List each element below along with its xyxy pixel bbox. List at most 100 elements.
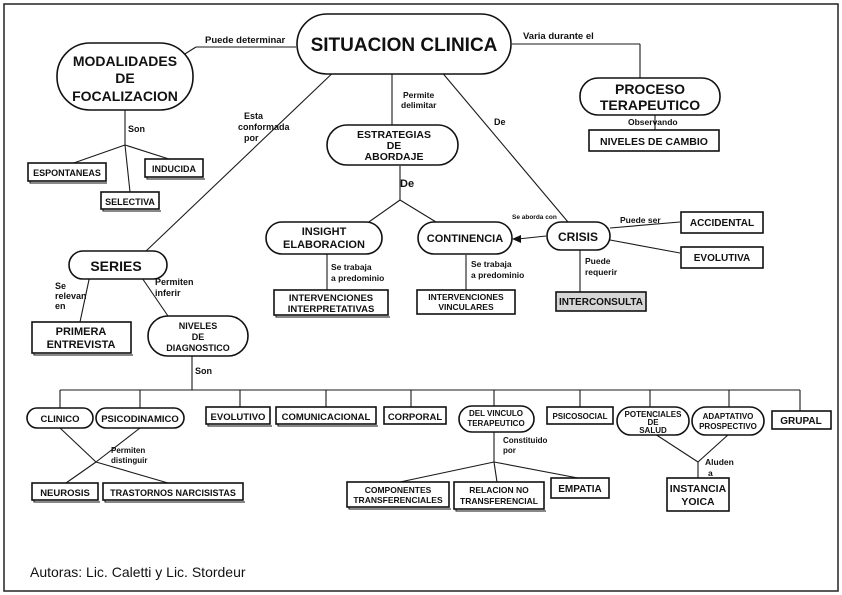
node-comunicacional: COMUNICACIONAL	[275, 406, 378, 427]
node-crisis: CRISIS	[546, 221, 611, 251]
node-evolutivo: EVOLUTIVO	[205, 406, 272, 427]
svg-text:DE: DE	[647, 418, 659, 427]
svg-text:DEL VINCULO: DEL VINCULO	[469, 409, 523, 418]
svg-text:TERAPEUTICO: TERAPEUTICO	[467, 419, 524, 428]
svg-text:DE: DE	[115, 70, 134, 86]
svg-text:INTERVENCIONES: INTERVENCIONES	[428, 292, 504, 302]
svg-text:SALUD: SALUD	[639, 426, 667, 435]
page-frame	[3, 3, 839, 592]
svg-text:TRANSFERENCIAL: TRANSFERENCIAL	[460, 496, 538, 506]
node-primera-entrevista: PRIMERA ENTREVISTA	[31, 321, 133, 356]
node-insight-elaboracion: INSIGHT ELABORACION	[265, 221, 383, 255]
footer-authors: Autoras: Lic. Caletti y Lic. Stordeur	[30, 564, 246, 580]
svg-text:DIAGNOSTICO: DIAGNOSTICO	[166, 343, 230, 353]
node-selectiva: SELECTIVA	[100, 191, 161, 212]
link-se-trabaja-insight: Se trabaja a predominio	[331, 262, 384, 283]
svg-text:ESPONTANEAS: ESPONTANEAS	[33, 168, 101, 178]
node-neurosis: NEUROSIS	[31, 482, 100, 503]
svg-text:PROSPECTIVO: PROSPECTIVO	[699, 422, 757, 431]
svg-text:INSIGHT: INSIGHT	[302, 226, 347, 238]
link-aluden-a: Aluden a	[705, 457, 736, 478]
svg-text:MODALIDADES: MODALIDADES	[73, 53, 177, 69]
svg-text:TRASTORNOS NARCISISTAS: TRASTORNOS NARCISISTAS	[110, 488, 236, 498]
node-clinico: CLINICO	[26, 407, 94, 429]
link-permiten-inferir: Permiten inferir	[155, 277, 196, 298]
node-psicosocial: PSICOSOCIAL	[546, 406, 614, 425]
node-potenciales-de-salud: POTENCIALES DE SALUD	[616, 406, 690, 436]
link-se-relevan-en: Se relevan en	[55, 281, 89, 311]
node-relacion-no-transferencial: RELACION NO TRANSFERENCIAL	[453, 481, 546, 512]
svg-text:PSICODINAMICO: PSICODINAMICO	[101, 414, 179, 425]
svg-text:EVOLUTIVO: EVOLUTIVO	[211, 412, 266, 423]
svg-text:SERIES: SERIES	[90, 258, 141, 274]
node-series: SERIES	[68, 250, 168, 280]
svg-text:NIVELES: NIVELES	[179, 321, 218, 331]
svg-text:TERAPEUTICO: TERAPEUTICO	[600, 97, 700, 113]
svg-text:CLINICO: CLINICO	[40, 414, 79, 425]
svg-text:NIVELES DE CAMBIO: NIVELES DE CAMBIO	[600, 136, 708, 148]
svg-text:INSTANCIA: INSTANCIA	[670, 483, 727, 495]
svg-text:NEUROSIS: NEUROSIS	[40, 488, 90, 499]
node-adaptativo-prospectivo: ADAPTATIVO PROSPECTIVO	[691, 406, 765, 436]
link-de-estrategias: De	[400, 178, 414, 190]
link-puede-requerir: Puede requerir	[585, 256, 618, 277]
svg-text:EVOLUTIVA: EVOLUTIVA	[694, 253, 750, 264]
svg-text:TRANSFERENCIALES: TRANSFERENCIALES	[353, 495, 443, 505]
svg-text:DE: DE	[192, 332, 205, 342]
svg-text:DE: DE	[387, 140, 402, 152]
svg-text:SELECTIVA: SELECTIVA	[105, 197, 155, 207]
svg-text:ABORDAJE: ABORDAJE	[365, 151, 424, 163]
link-esta-conformada: Esta conformada por	[238, 111, 292, 143]
svg-text:ENTREVISTA: ENTREVISTA	[47, 339, 116, 351]
link-son-niveles: Son	[195, 366, 212, 376]
link-constituido-por: Constituido por	[503, 436, 550, 455]
node-intervenciones-vinculares: INTERVENCIONES VINCULARES	[416, 289, 516, 315]
node-estrategias-de-abordaje: ESTRATEGIAS DE ABORDAJE	[326, 124, 459, 166]
node-corporal: CORPORAL	[383, 406, 447, 425]
node-continencia: CONTINENCIA	[417, 221, 513, 255]
node-empatia: EMPATIA	[550, 477, 610, 499]
svg-text:CRISIS: CRISIS	[558, 230, 598, 244]
link-observando: Observando	[628, 117, 678, 127]
svg-text:GRUPAL: GRUPAL	[780, 416, 821, 427]
svg-text:INDUCIDA: INDUCIDA	[152, 164, 196, 174]
link-labels: Puede determinar Varia durante el Observ…	[55, 31, 736, 478]
link-de-crisis: De	[494, 117, 506, 127]
link-permite-delimitar: Permite delimitar	[401, 90, 437, 110]
node-situacion-clinica: SITUACION CLINICA	[296, 13, 512, 75]
node-inducida: INDUCIDA	[144, 158, 205, 180]
svg-text:INTERVENCIONES: INTERVENCIONES	[289, 293, 373, 304]
svg-text:FOCALIZACION: FOCALIZACION	[72, 88, 178, 104]
node-modalidades-de-focalizacion: MODALIDADES DE FOCALIZACION	[56, 42, 194, 111]
svg-text:ESTRATEGIAS: ESTRATEGIAS	[357, 129, 431, 141]
node-grupal: GRUPAL	[771, 410, 832, 430]
svg-text:PRIMERA: PRIMERA	[56, 326, 107, 338]
svg-text:COMPONENTES: COMPONENTES	[365, 485, 432, 495]
svg-text:PROCESO: PROCESO	[615, 81, 685, 97]
link-varia-durante: Varia durante el	[523, 31, 594, 42]
svg-text:VINCULARES: VINCULARES	[438, 302, 494, 312]
link-puede-determinar: Puede determinar	[205, 35, 286, 46]
link-son-modalidades: Son	[128, 124, 145, 134]
svg-text:INTERCONSULTA: INTERCONSULTA	[559, 297, 643, 308]
node-instancia-yoica: INSTANCIA YOICA	[666, 477, 730, 512]
svg-text:EMPATIA: EMPATIA	[558, 484, 602, 495]
link-se-trabaja-continencia: Se trabaja a predominio	[471, 259, 524, 280]
svg-text:COMUNICACIONAL: COMUNICACIONAL	[282, 412, 371, 423]
node-proceso-terapeutico: PROCESO TERAPEUTICO	[579, 77, 721, 116]
svg-text:YOICA: YOICA	[681, 496, 715, 508]
svg-text:ACCIDENTAL: ACCIDENTAL	[690, 218, 754, 229]
node-psicodinamico: PSICODINAMICO	[95, 407, 185, 429]
node-niveles-de-cambio: NIVELES DE CAMBIO	[588, 129, 720, 152]
svg-text:INTERPRETATIVAS: INTERPRETATIVAS	[288, 304, 375, 315]
interconsulta-box	[555, 291, 647, 312]
svg-text:CORPORAL: CORPORAL	[388, 412, 443, 423]
link-puede-ser: Puede ser	[620, 215, 661, 225]
connector-lines	[59, 43, 801, 484]
link-se-aborda-con: Se aborda con	[512, 214, 557, 221]
svg-text:RELACION NO: RELACION NO	[469, 485, 529, 495]
node-niveles-de-diagnostico: NIVELES DE DIAGNOSTICO	[147, 315, 249, 357]
svg-text:PSICOSOCIAL: PSICOSOCIAL	[552, 412, 607, 421]
node-trastornos-narcisistas: TRASTORNOS NARCISISTAS	[102, 482, 245, 503]
